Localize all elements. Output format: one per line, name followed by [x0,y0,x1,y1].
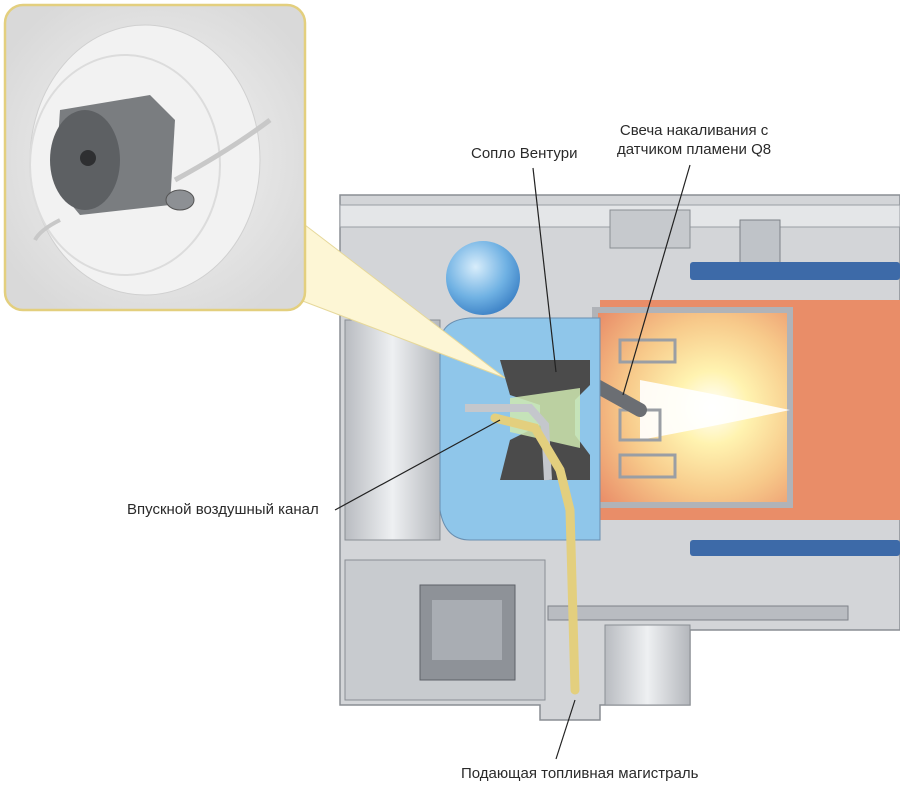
chamber-bracket-top [618,338,677,364]
fuel-rod [547,605,849,621]
air-region [439,241,601,695]
nozzle-hole [80,150,96,166]
leader-fuel [555,699,576,760]
lower-blue-bar [690,540,900,556]
label-venturi-nozzle: Сопло Вентури [471,145,578,162]
label-fuel-supply-line: Подающая топливная магистраль [461,765,699,782]
fuel-supply-line [490,413,580,695]
glow-plug [588,378,647,417]
blue-sphere [446,241,520,315]
motor-cylinder [344,319,441,541]
nozzle-tip [165,189,195,211]
chamber-bracket-bot [618,453,677,479]
leader-intake [334,419,501,511]
leader-glow-plug [622,164,691,396]
gear-inner [432,600,502,660]
label-glow-plug-line1: Свеча накаливания с [619,122,769,139]
upper-blue-bar [690,262,900,280]
label-intake-air-channel: Впускной воздушный канал [127,501,319,518]
flame [640,380,790,440]
inset-wire-2 [33,218,61,242]
leader-lines [334,164,691,760]
top-block [609,209,691,249]
bottom-tube [604,624,691,706]
inset-photo [3,3,506,379]
label-glow-plug: Свеча накаливания с датчиком пламени Q8 [617,121,771,159]
label-glow-plug-line2: датчиком пламени Q8 [617,141,772,158]
leader-venturi [532,167,557,373]
inset-wire [173,117,272,183]
fuel-spray [510,388,580,448]
burner-ring [29,54,221,276]
